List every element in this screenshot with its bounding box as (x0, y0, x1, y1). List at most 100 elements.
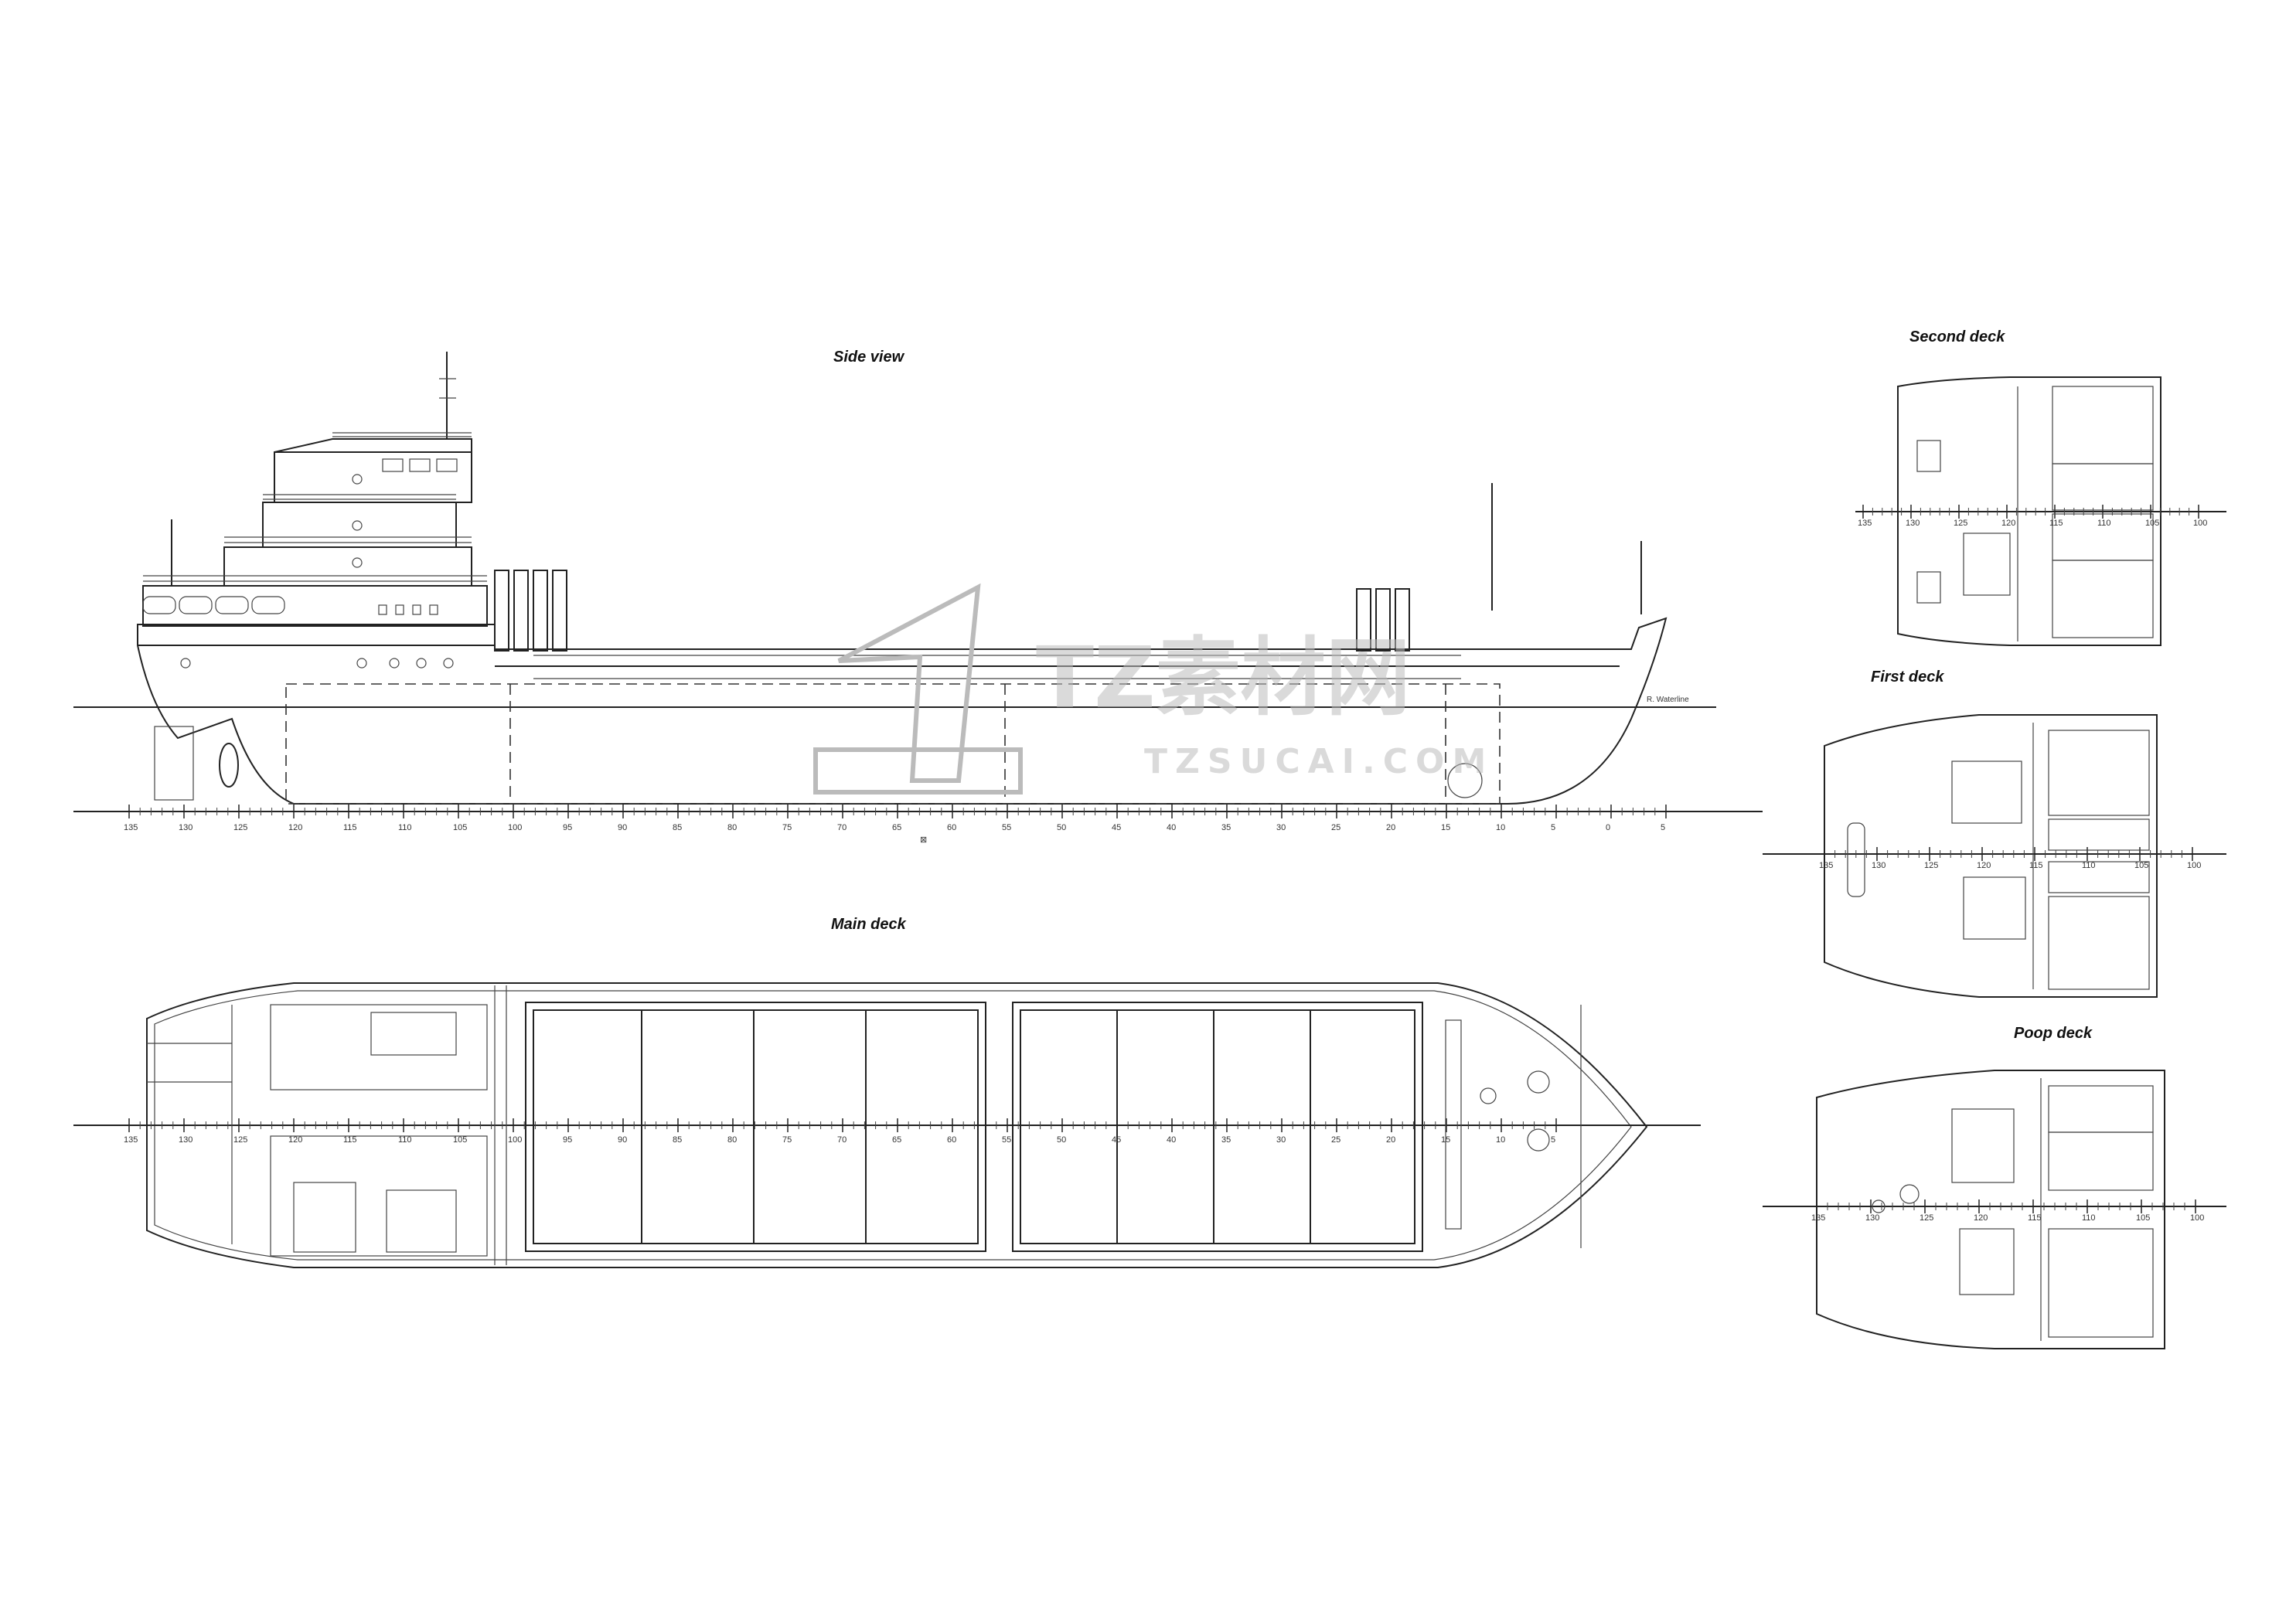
scale-label: 115 (2028, 1213, 2042, 1223)
scale-label: 110 (2082, 1213, 2096, 1223)
second-deck-cabins (1916, 386, 2154, 641)
hatch-coaming (533, 655, 1461, 679)
scale-label: 135 (124, 823, 138, 832)
scale-label: 125 (1924, 861, 1938, 870)
railings (143, 432, 487, 582)
scale-label: 90 (618, 823, 627, 832)
scale-label: 95 (563, 1135, 572, 1145)
bow-thruster (1447, 763, 1483, 798)
wheelhouse-roof (274, 438, 472, 453)
scale-label: 85 (673, 823, 682, 832)
midship-mark: ⊠ (920, 835, 927, 845)
bulwark-inner (154, 990, 1632, 1261)
poop-deck-title: Poop deck (2014, 1025, 2093, 1042)
scale-label: 100 (2187, 861, 2201, 870)
scale-label: 135 (124, 1135, 138, 1145)
scale-label: 105 (453, 823, 467, 832)
scale-label: 5 (1661, 823, 1665, 832)
scale-label: 100 (508, 1135, 522, 1145)
scale-label: 130 (179, 823, 192, 832)
second-deck-title: Second deck (1909, 328, 2005, 345)
first-deck-outline (1824, 714, 2158, 998)
scale-label: 20 (1386, 1135, 1395, 1145)
scale-label: 50 (1057, 1135, 1066, 1145)
scale-label: 110 (398, 823, 412, 832)
scale-label: 60 (947, 823, 956, 832)
scale-label: 25 (1331, 823, 1340, 832)
hull-outline (137, 617, 1667, 805)
scale-label: 65 (892, 823, 901, 832)
watermark-logo: TZ素材网 TZSUCAI.COM (813, 583, 1494, 794)
main-deck-hull-outline (146, 982, 1648, 1268)
scale-label: 10 (1496, 1135, 1505, 1145)
side-view: Side view R. Waterline (73, 349, 1763, 845)
scale-label: 30 (1276, 1135, 1286, 1145)
scale-label: 115 (343, 1135, 357, 1145)
scale-label: 95 (563, 823, 572, 832)
scale-label: 115 (2049, 519, 2063, 528)
scale-label: 85 (673, 1135, 682, 1145)
scale-label: 5 (1551, 823, 1555, 832)
scale-label: 20 (1386, 823, 1395, 832)
first-deck-title: First deck (1871, 669, 1944, 686)
first-deckhouse (223, 546, 472, 587)
scale-label: 45 (1112, 823, 1121, 832)
scale-label: 55 (1002, 1135, 1011, 1145)
forecastle-equipment (1445, 1005, 1582, 1248)
cargo-hold-outline (285, 683, 1501, 805)
scale-label: 120 (288, 1135, 302, 1145)
poop-deckhouse (142, 585, 488, 627)
side-view-title: Side view (833, 349, 905, 366)
scale-label: 120 (2001, 519, 2015, 528)
scale-label: 100 (508, 823, 522, 832)
scale-label: 35 (1221, 823, 1231, 832)
scale-label: 130 (179, 1135, 192, 1145)
main-deck-title: Main deck (831, 916, 907, 933)
scale-label: 120 (1974, 1213, 1988, 1223)
scale-label: 125 (1954, 519, 1967, 528)
scale-label: 120 (1977, 861, 1991, 870)
windows (180, 458, 458, 669)
scale-label: 100 (2190, 1213, 2204, 1223)
scale-label: 40 (1167, 1135, 1176, 1145)
scale-label: 105 (453, 1135, 467, 1145)
scale-label: 30 (1276, 823, 1286, 832)
scale-label: 115 (343, 823, 357, 832)
scale-label: 110 (398, 1135, 412, 1145)
scale-label: 55 (1002, 823, 1011, 832)
scale-label: 0 (1606, 823, 1610, 832)
scale-label: 80 (727, 1135, 737, 1145)
scale-label: 135 (1858, 519, 1872, 528)
scale-label: 130 (1906, 519, 1920, 528)
aft-accommodation (147, 985, 507, 1265)
life-rafts (142, 596, 285, 614)
scale-label: 110 (2097, 519, 2111, 528)
watermark-brand: TZ素材网 (1036, 628, 1411, 727)
scale-label: 50 (1057, 823, 1066, 832)
scale-label: 125 (1920, 1213, 1933, 1223)
scale-label: 120 (288, 823, 302, 832)
scale-label: 90 (618, 1135, 627, 1145)
scale-label: 125 (233, 1135, 247, 1145)
watermark-url: TZSUCAI.COM (1144, 742, 1494, 781)
main-deck-plan: Main deck 135 130 125 120 115 110 105 100 95 90 85… (73, 916, 1701, 1268)
scale-label: 100 (2193, 519, 2207, 528)
scale-label: 70 (837, 1135, 847, 1145)
scale-label: 105 (2136, 1213, 2150, 1223)
scale-label: 135 (1819, 861, 1833, 870)
scale-label: 10 (1496, 823, 1505, 832)
scale-label: 130 (1872, 861, 1886, 870)
scale-label: 75 (782, 1135, 792, 1145)
second-deckhouse (262, 502, 457, 548)
scale-label: 65 (892, 1135, 901, 1145)
watermark-mark (837, 583, 981, 783)
scale-label: 115 (2029, 861, 2043, 870)
scale-label: 80 (727, 823, 737, 832)
